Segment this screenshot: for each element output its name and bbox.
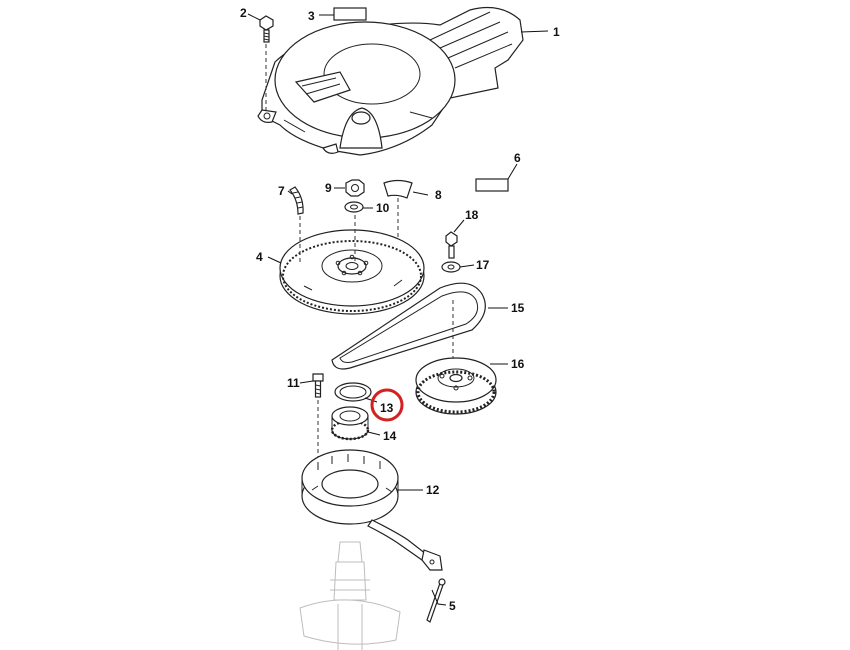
crankshaft-gear [330,406,370,441]
cover-bolt [259,15,274,43]
tensioner-bolt [445,231,458,259]
callout-3: 3 [308,9,315,23]
flywheel-cover [257,7,524,156]
callout-18: 18 [465,208,479,222]
tensioner-washer [441,261,461,273]
callout-1: 1 [553,25,560,39]
flywheel-key [289,186,304,215]
callout-17: 17 [476,258,490,272]
callout-7: 7 [278,184,285,198]
drive-sprocket [415,357,497,415]
timing-belt [331,282,486,370]
callout-5: 5 [449,599,456,613]
callout-14: 14 [383,429,397,443]
flywheel-nut [345,179,365,197]
callout-6: 6 [514,151,521,165]
callout-2: 2 [240,6,247,20]
cable-tie [426,578,446,623]
callout-9: 9 [325,181,332,195]
decal-6 [475,178,509,192]
callout-11: 11 [287,376,300,390]
callout-8: 8 [435,188,442,202]
callout-10: 10 [376,201,390,215]
flywheel [279,229,425,315]
leader-lines [247,13,549,606]
stator [301,449,443,571]
highlight-circle [370,388,404,422]
stator-screw [312,373,324,398]
flywheel-washer [344,201,364,213]
callout-4: 4 [256,250,263,264]
callout-13: 13 [380,401,394,415]
oil-seal [334,382,372,402]
segment-part-8 [383,179,413,199]
crankshaft-ghost [299,541,401,650]
decal-3 [333,7,367,21]
callout-16: 16 [511,357,525,371]
callout-15: 15 [511,301,525,315]
callout-12: 12 [426,483,440,497]
callout-labels: 1 2 3 4 5 6 7 8 9 10 11 12 13 14 15 16 1… [240,6,560,613]
